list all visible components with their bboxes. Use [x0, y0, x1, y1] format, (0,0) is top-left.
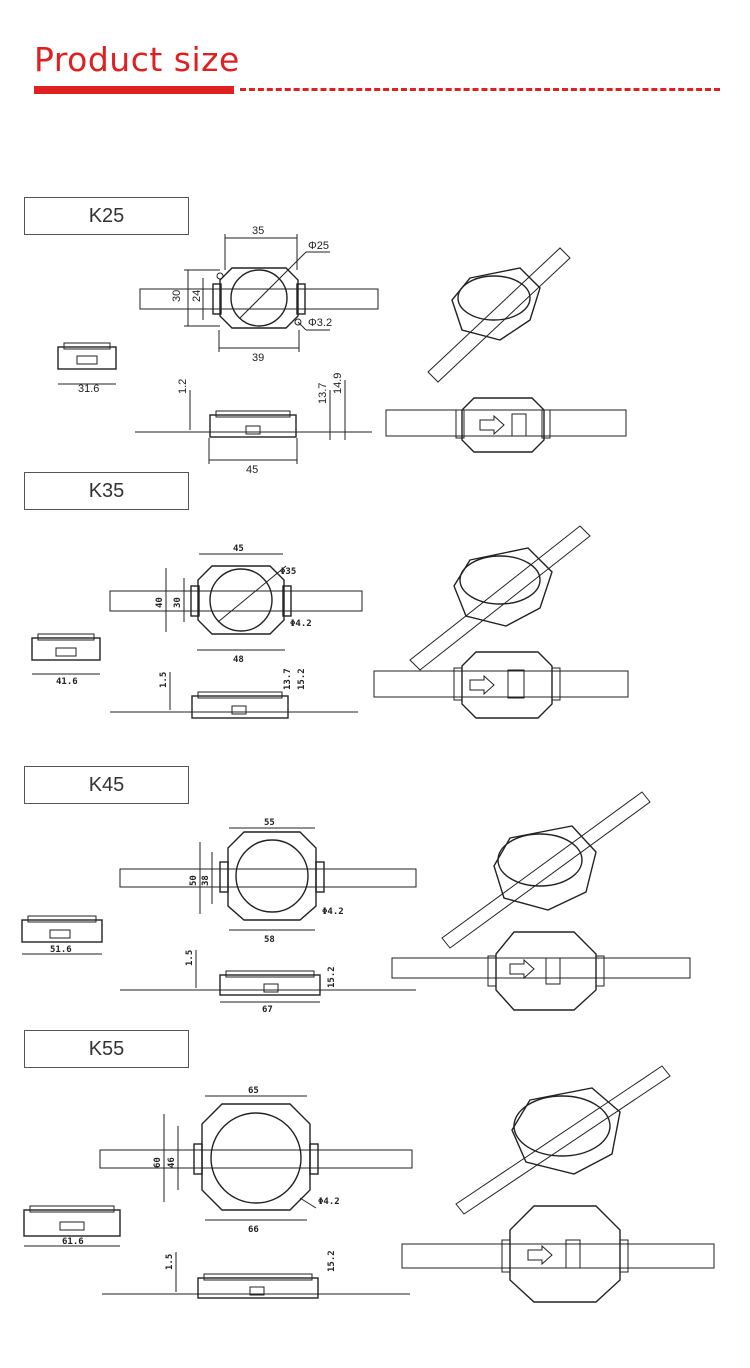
k55-dim-height-outer: 60: [153, 1157, 163, 1168]
k35-dim-height-outer: 40: [155, 597, 165, 608]
k45-dim-side-width: 51.6: [50, 945, 72, 955]
k25-dim-hole: Φ3.2: [308, 317, 332, 329]
k55-dim-width-top: 65: [248, 1086, 259, 1096]
k25-dim-side-width: 31.6: [78, 383, 99, 395]
k25-dim-width-top: 35: [252, 225, 264, 237]
k45-dim-side-length: 67: [262, 1005, 273, 1015]
title-underline-solid: [34, 86, 234, 94]
title-underline-dashed: [240, 88, 720, 91]
model-label-k55: K55: [24, 1030, 189, 1068]
k45-dim-height-outer: 50: [189, 875, 199, 886]
k35-dim-width-top: 45: [233, 544, 244, 554]
k25-dim-total-height: 14.9: [332, 373, 344, 394]
k55-dim-hole: Φ4.2: [318, 1197, 340, 1207]
k55-dim-strip-thickness: 1.5: [165, 1254, 175, 1270]
k45-dim-height-inner: 38: [201, 875, 211, 886]
k35-dim-strip-thickness: 1.5: [159, 672, 169, 688]
k55-dim-width-bottom: 66: [248, 1225, 259, 1235]
k55-dim-total-height: 15.2: [327, 1250, 337, 1272]
k25-dim-height-outer: 30: [171, 290, 183, 302]
model-label-k25: K25: [24, 197, 189, 235]
k25-dim-lens: Φ25: [308, 240, 329, 252]
k35-dim-body-height: 13.7: [283, 668, 293, 690]
k35-dim-height-inner: 30: [173, 597, 183, 608]
k45-dim-width-top: 55: [264, 818, 275, 828]
k25-dim-height-inner: 24: [191, 290, 203, 302]
k45-dim-width-bottom: 58: [264, 935, 275, 945]
k35-dim-total-height: 15.2: [297, 668, 307, 690]
k45-dim-strip-thickness: 1.5: [185, 950, 195, 966]
k35-dim-side-width: 41.6: [56, 677, 78, 687]
k35-dim-hole: Φ4.2: [290, 619, 312, 629]
k25-dim-side-length: 45: [246, 464, 258, 476]
k35-drawing: 45 Φ35 40 30 48 Φ4.2 41.6 1.5 13.7 15.2: [31, 525, 629, 719]
k35-dim-width-bottom: 48: [233, 655, 244, 665]
page-title: Product size: [34, 40, 240, 79]
k55-dim-height-inner: 46: [167, 1157, 177, 1168]
k45-dim-hole: Φ4.2: [322, 907, 344, 917]
k45-drawing: 55 50 38 58 Φ4.2 51.6 1.5 15.2 67: [21, 791, 691, 1015]
model-label-k35: K35: [24, 472, 189, 510]
k25-dim-width-bottom: 39: [252, 352, 264, 364]
k45-dim-total-height: 15.2: [327, 966, 337, 988]
k55-drawing: 65 60 46 66 Φ4.2 61.6 1.5 15.2: [23, 1065, 715, 1303]
k55-dim-side-width: 61.6: [62, 1237, 84, 1247]
k35-dim-lens: Φ35: [280, 567, 296, 577]
k25-drawing: 35 Φ25 30 24 39 Φ3.2 31.6 1.2 13.7 14.9 …: [57, 225, 627, 476]
model-label-k45: K45: [24, 766, 189, 804]
k25-dim-body-height: 13.7: [317, 383, 329, 404]
k25-dim-strip-thickness: 1.2: [177, 379, 189, 394]
